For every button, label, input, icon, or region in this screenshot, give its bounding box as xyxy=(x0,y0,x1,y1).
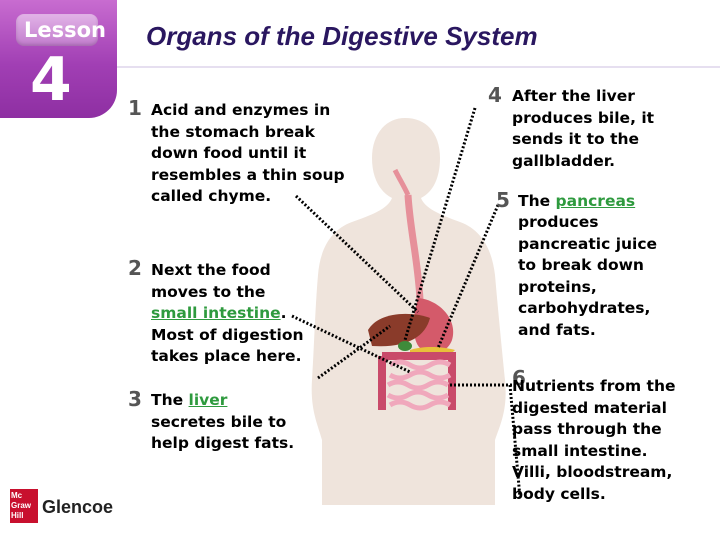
step-4-line: gallbladder. xyxy=(512,151,616,170)
liver xyxy=(368,313,430,347)
mouth-tract xyxy=(392,168,411,197)
step-4-line: sends it to the xyxy=(512,130,640,148)
leader-1 xyxy=(294,194,420,314)
step-2-text: Next the food moves to the small intesti… xyxy=(151,260,304,368)
step-6-line: pass through the xyxy=(512,420,662,438)
step-5-line: proteins, xyxy=(518,277,597,296)
lesson-badge: Lesson 4 xyxy=(0,0,117,118)
step-1-line: resembles a thin soup xyxy=(151,165,345,184)
step-6-line: Villi, bloodstream, xyxy=(512,463,673,481)
step-3-line: secretes bile to xyxy=(151,412,287,431)
leader-3 xyxy=(317,324,391,380)
step-1-line: Acid and enzymes in xyxy=(151,101,331,119)
step-5-line: carbohydrates, xyxy=(518,299,651,317)
step-5-line: and fats. xyxy=(518,320,596,339)
leader-lines xyxy=(291,107,522,499)
mcgraw-hill-logo-text: Mc Graw Hill xyxy=(11,491,31,521)
title-bar xyxy=(117,0,720,72)
step-6-number: 6 xyxy=(512,366,526,390)
title-divider xyxy=(117,66,720,68)
step-1-line: called chyme. xyxy=(151,187,272,205)
step-5-prefix: The xyxy=(518,192,556,210)
step-2-line: takes place here. xyxy=(151,347,302,365)
page-title: Organs of the Digestive System xyxy=(146,21,538,51)
step-5-text: produces pancreatic juice to break down … xyxy=(518,212,657,341)
step-4-number: 4 xyxy=(488,83,502,107)
leader-6b xyxy=(508,384,522,499)
step-2-line: Most of digestion xyxy=(151,325,304,344)
step-6-text: Nutrients from the digested material pas… xyxy=(512,376,676,505)
step-1-text: Acid and enzymes in the stomach break do… xyxy=(151,100,345,208)
step-5-line: to break down xyxy=(518,256,644,274)
step-2-keyword-line: small intestine. xyxy=(151,303,304,325)
mcgraw-hill-logo xyxy=(10,489,38,523)
step-2-keyword-suffix: . xyxy=(280,304,287,322)
step-5-line: pancreatic juice xyxy=(518,234,658,253)
logo-line-1: Mc xyxy=(11,491,23,500)
step-1-number: 1 xyxy=(128,96,142,120)
logo-line-2: Graw xyxy=(11,501,32,510)
body-silhouette xyxy=(311,118,506,505)
keyword-small-intestine[interactable]: small intestine xyxy=(151,304,281,322)
step-3-keyword-line: The liver xyxy=(151,390,294,412)
leader-2 xyxy=(291,314,411,374)
step-4-line: produces bile, it xyxy=(512,108,655,127)
step-5-line: produces xyxy=(518,213,599,231)
leader-5 xyxy=(436,204,500,349)
step-2-line: Next the food xyxy=(151,261,271,279)
small-intestine xyxy=(386,359,452,411)
step-6-line: digested material xyxy=(512,398,667,417)
stomach xyxy=(413,298,454,354)
step-2-number: 2 xyxy=(128,256,142,280)
step-4-line: After the liver xyxy=(512,87,635,105)
logo-line-3: Hill xyxy=(11,511,24,520)
keyword-pancreas[interactable]: pancreas xyxy=(555,192,636,210)
publisher-name: Glencoe xyxy=(42,497,114,517)
step-6-line: body cells. xyxy=(512,484,606,503)
keyword-liver[interactable]: liver xyxy=(188,391,228,409)
step-1-line: down food until it xyxy=(151,144,307,162)
step-6-first-line: Nutrients from the xyxy=(512,377,676,395)
large-intestine xyxy=(378,352,456,410)
step-5-number: 5 xyxy=(496,188,510,212)
leader-4 xyxy=(403,107,477,341)
step-3-prefix: The xyxy=(151,391,189,409)
sidebar: Lesson 4 Mc Graw Hill Glencoe xyxy=(0,0,117,540)
step-3-line: help digest fats. xyxy=(151,434,295,452)
esophagus xyxy=(404,194,424,301)
lesson-number: 4 xyxy=(30,45,72,115)
lesson-label: Lesson xyxy=(24,18,107,42)
step-3-number: 3 xyxy=(128,387,142,411)
step-3-text: The liver secretes bile to help digest f… xyxy=(151,390,294,455)
step-6-line: small intestine. xyxy=(512,441,648,460)
lesson-tab xyxy=(16,14,98,46)
step-2-line: moves to the xyxy=(151,282,266,301)
step-1-line: the stomach break xyxy=(151,122,315,141)
step-5-keyword-line: The pancreas xyxy=(518,191,635,213)
step-4-text: After the liver produces bile, it sends … xyxy=(512,86,654,172)
gallbladder xyxy=(398,341,412,351)
